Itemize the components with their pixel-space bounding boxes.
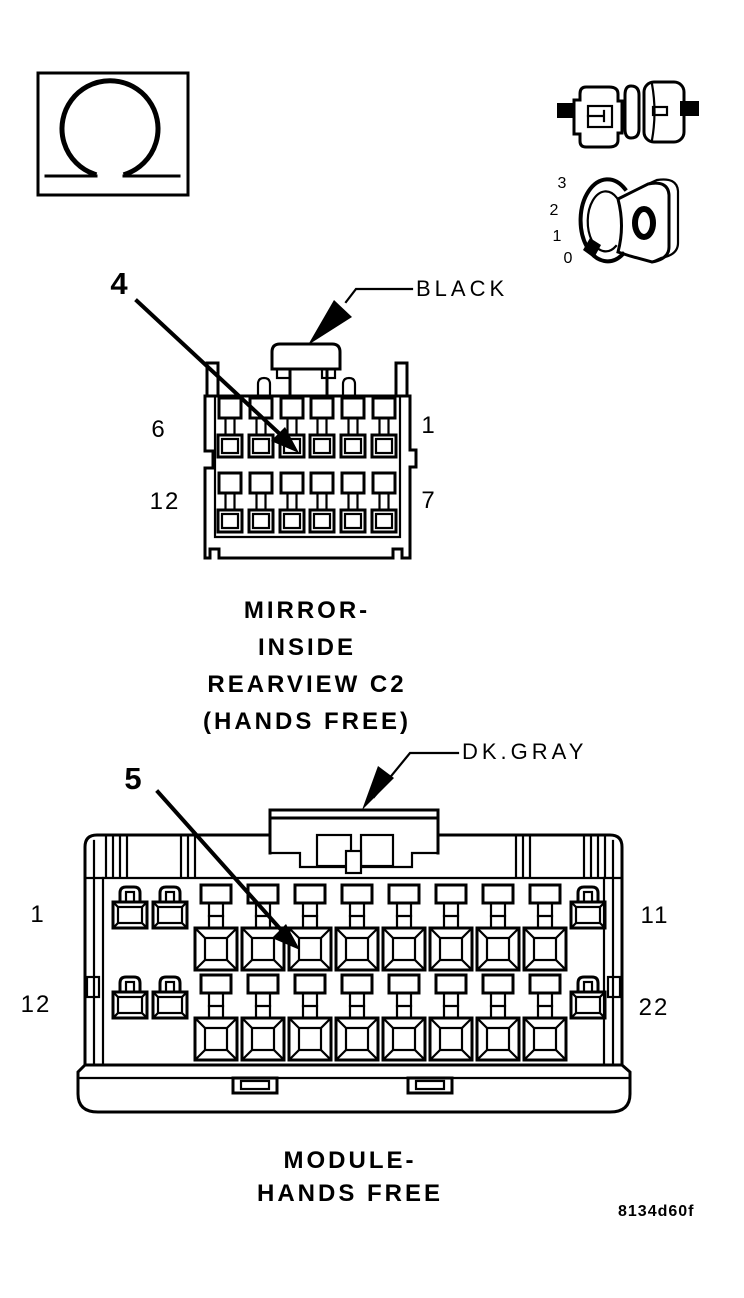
rotary-position-3: 3 [557, 175, 567, 192]
black-label-leader [308, 287, 414, 345]
callout-4: 4 [110, 266, 128, 301]
dkgray-label-leader [362, 751, 460, 810]
connector2-pin-label-11: 11 [640, 902, 670, 929]
connector1-name-line3: REARVIEW C2 [207, 671, 407, 698]
callout-5: 5 [124, 761, 142, 796]
connector1-pin-label-6: 6 [151, 416, 167, 443]
inline-connector-icon [557, 80, 699, 149]
rotary-position-0: 0 [563, 250, 573, 267]
connector2-pin-label-1: 1 [30, 901, 46, 928]
connector2-name-line1: MODULE- [283, 1147, 417, 1174]
connector1-pin-label-1: 1 [421, 412, 437, 439]
connector1-name-line1: MIRROR- [243, 597, 371, 624]
connector2-name-line2: HANDS FREE [256, 1180, 443, 1207]
connector2-color-label: DK.GRAY [462, 739, 588, 764]
connector1-pin-label-7: 7 [421, 487, 437, 514]
callout5-arrow [155, 789, 300, 950]
connector2-name: MODULE- HANDS FREE [200, 1144, 500, 1210]
connector1-name-line2: INSIDE [257, 634, 356, 661]
callout4-arrow [134, 298, 299, 453]
loop-symbol-box [36, 71, 190, 197]
rotary-position-2: 2 [549, 202, 559, 219]
connector1-name-line4: (HANDS FREE) [203, 708, 411, 735]
rotary-position-1: 1 [552, 228, 562, 245]
connector1-drawing [203, 342, 418, 560]
rotary-position-icon [578, 177, 680, 264]
connector2-drawing [76, 808, 632, 1114]
figure-code: 8134d60f [618, 1203, 695, 1220]
connector1-color-label: BLACK [416, 276, 509, 301]
connector1-name: MIRROR- INSIDE REARVIEW C2 (HANDS FREE) [157, 592, 457, 740]
connector2-pin-label-12: 12 [20, 991, 52, 1018]
connector1-pin-label-12: 12 [149, 488, 181, 515]
connector2-pin-label-22: 22 [638, 994, 670, 1021]
